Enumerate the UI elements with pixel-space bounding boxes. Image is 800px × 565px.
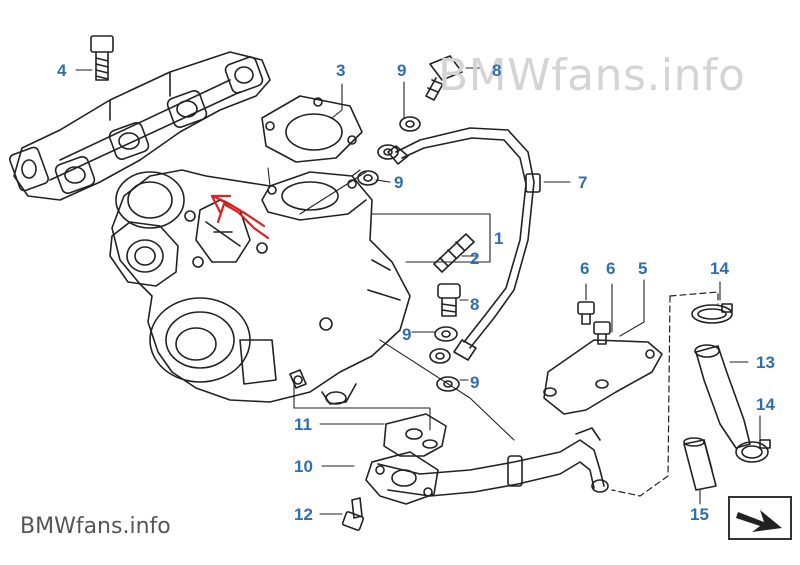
flange-part-10 xyxy=(365,451,439,505)
callout-1[interactable]: 1 xyxy=(494,229,504,248)
brand-logo: BMWfans.info xyxy=(20,514,171,539)
callout-9-upper[interactable]: 9 xyxy=(394,173,404,192)
logo-suffix: fans.info xyxy=(75,514,171,539)
callout-12[interactable]: 12 xyxy=(294,505,313,524)
brand-watermark: BMWfans.info xyxy=(438,50,745,101)
callout-13[interactable]: 13 xyxy=(756,353,775,372)
bracket-part-5 xyxy=(543,339,663,415)
callout-4[interactable]: 4 xyxy=(57,61,67,80)
callout-7[interactable]: 7 xyxy=(578,173,588,192)
gasket-part-11 xyxy=(383,413,447,457)
callout-6-a[interactable]: 6 xyxy=(580,259,590,278)
logo-brand: BMW xyxy=(20,514,76,539)
clamp-part-14-bottom xyxy=(735,439,771,463)
leader-lines xyxy=(75,67,761,515)
washer-part-9-c xyxy=(357,170,379,186)
manifold-flange-2 xyxy=(54,155,96,195)
bolt-part-12 xyxy=(341,497,365,531)
exhaust-manifold-part xyxy=(9,51,271,201)
washer-part-9-d xyxy=(434,326,458,342)
callout-6-b[interactable]: 6 xyxy=(606,259,616,278)
manifold-flange-5 xyxy=(224,56,264,94)
callout-9-mid[interactable]: 9 xyxy=(402,325,412,344)
washer-part-9-a xyxy=(399,116,421,132)
callout-10[interactable]: 10 xyxy=(294,457,313,476)
stud-part-2 xyxy=(433,233,475,273)
washer-part-9-b xyxy=(377,144,399,160)
sleeve-part-15 xyxy=(683,437,717,491)
manifold-flange-3 xyxy=(108,121,150,161)
oil-return-pipe xyxy=(377,427,609,497)
bolt-part-4 xyxy=(90,35,114,81)
bolt-part-6-a xyxy=(577,301,595,325)
callout-14-bottom[interactable]: 14 xyxy=(756,395,775,414)
callout-9-top[interactable]: 9 xyxy=(397,61,407,80)
watermark-brand: BMW xyxy=(438,50,552,101)
callout-9-low[interactable]: 9 xyxy=(470,373,480,392)
callout-14-top[interactable]: 14 xyxy=(710,259,729,278)
arrow-down-right-icon xyxy=(736,510,782,532)
callout-8-top[interactable]: 8 xyxy=(492,61,502,80)
callout-5[interactable]: 5 xyxy=(638,259,648,278)
next-page-button[interactable] xyxy=(728,496,792,540)
oil-feed-line-part-7 xyxy=(387,127,541,361)
callout-8-mid[interactable]: 8 xyxy=(470,295,480,314)
manifold-flange-4 xyxy=(166,89,208,129)
manifold-flange-1 xyxy=(9,146,49,192)
washer-part-9-f xyxy=(436,376,460,392)
washer-part-9-e xyxy=(429,348,451,364)
red-arrow-annotation-icon xyxy=(210,194,270,240)
callout-2[interactable]: 2 xyxy=(470,249,480,268)
gasket-part-3 xyxy=(261,95,363,163)
callout-15[interactable]: 15 xyxy=(690,505,709,524)
clamp-part-14-top xyxy=(691,303,733,324)
callout-3[interactable]: 3 xyxy=(336,61,346,80)
turbocharger-part-1 xyxy=(109,169,411,405)
bolt-part-6-b xyxy=(593,321,611,345)
banjo-bolt-part-8-top xyxy=(425,55,463,101)
hose-part-13 xyxy=(694,344,751,449)
banjo-bolt-part-8-mid xyxy=(437,283,461,317)
watermark-suffix: fans.info xyxy=(551,50,746,101)
callout-11[interactable]: 11 xyxy=(294,415,312,434)
